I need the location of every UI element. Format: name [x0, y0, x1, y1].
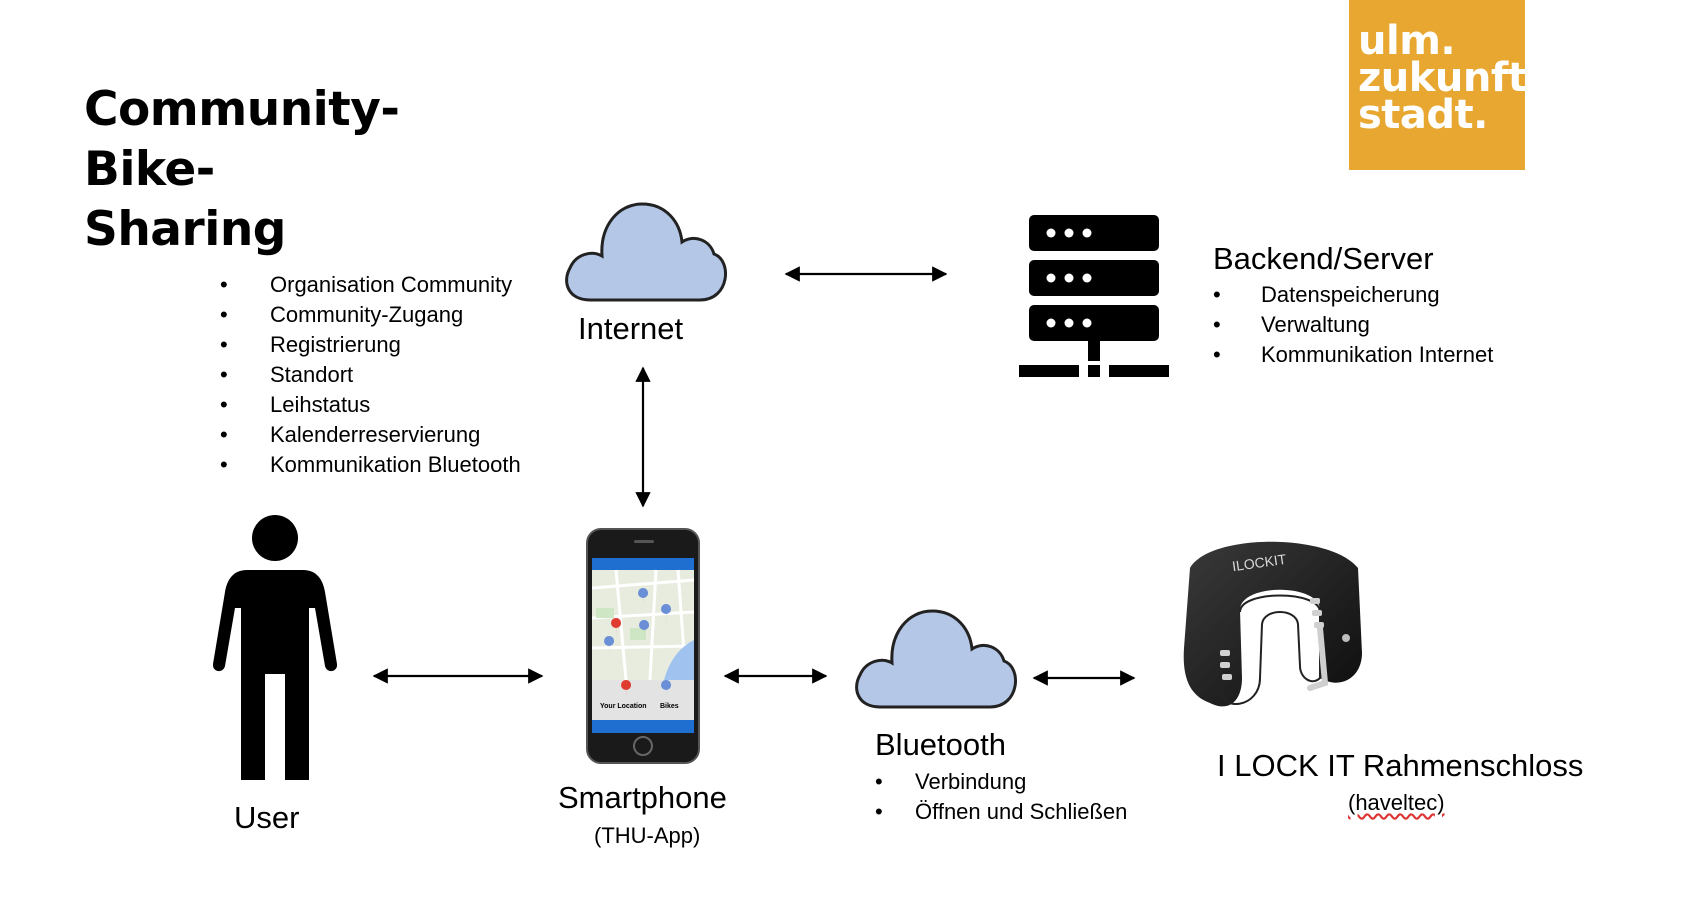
- smartphone-icon: Your Location Bikes: [586, 528, 700, 764]
- bluetooth-label: Bluetooth: [875, 727, 1006, 762]
- list-item: Kommunikation Bluetooth: [220, 450, 521, 480]
- smartphone-label: Smartphone: [558, 780, 727, 815]
- list-item: Öffnen und Schließen: [875, 797, 1127, 827]
- person-icon: [213, 515, 337, 780]
- server-label: Backend/Server: [1213, 241, 1434, 276]
- title-line-1: Community-Bike-: [84, 82, 400, 197]
- list-item: Organisation Community: [220, 270, 521, 300]
- list-item: Leihstatus: [220, 390, 521, 420]
- list-item: Verwaltung: [1213, 310, 1493, 340]
- bluetooth-cloud-icon: [855, 609, 1017, 709]
- lock-brand-text: ILOCKIT: [1231, 551, 1288, 574]
- logo-line-2: zukunft.: [1358, 55, 1542, 101]
- list-item: Kalenderreservierung: [220, 420, 521, 450]
- phone-bikes-button: Bikes: [660, 703, 679, 710]
- list-item: Kommunikation Internet: [1213, 340, 1493, 370]
- list-item: Datenspeicherung: [1213, 280, 1493, 310]
- internet-cloud-icon: [565, 202, 727, 302]
- app-feature-list: Organisation Community Community-Zugang …: [220, 270, 521, 480]
- internet-label: Internet: [578, 311, 684, 346]
- bluetooth-feature-list: Verbindung Öffnen und Schließen: [875, 767, 1127, 827]
- server-icon: [1019, 215, 1169, 377]
- lock-label: I LOCK IT Rahmenschloss: [1217, 748, 1584, 783]
- page-title: Community-Bike- Sharing: [84, 80, 504, 260]
- list-item: Verbindung: [875, 767, 1127, 797]
- server-feature-list: Datenspeicherung Verwaltung Kommunikatio…: [1213, 280, 1493, 370]
- list-item: Community-Zugang: [220, 300, 521, 330]
- frame-lock-icon: ILOCKIT: [1183, 541, 1362, 707]
- logo-line-1: ulm.: [1358, 18, 1456, 64]
- smartphone-sublabel: (THU-App): [594, 823, 701, 848]
- user-label: User: [234, 800, 300, 835]
- logo-line-3: stadt.: [1358, 92, 1488, 138]
- title-line-2: Sharing: [84, 202, 286, 257]
- ulm-zukunft-stadt-logo: ulm. zukunft. stadt.: [1349, 0, 1542, 170]
- phone-location-button: Your Location: [600, 703, 647, 710]
- list-item: Registrierung: [220, 330, 521, 360]
- lock-sublabel: (haveltec): [1348, 790, 1445, 815]
- list-item: Standort: [220, 360, 521, 390]
